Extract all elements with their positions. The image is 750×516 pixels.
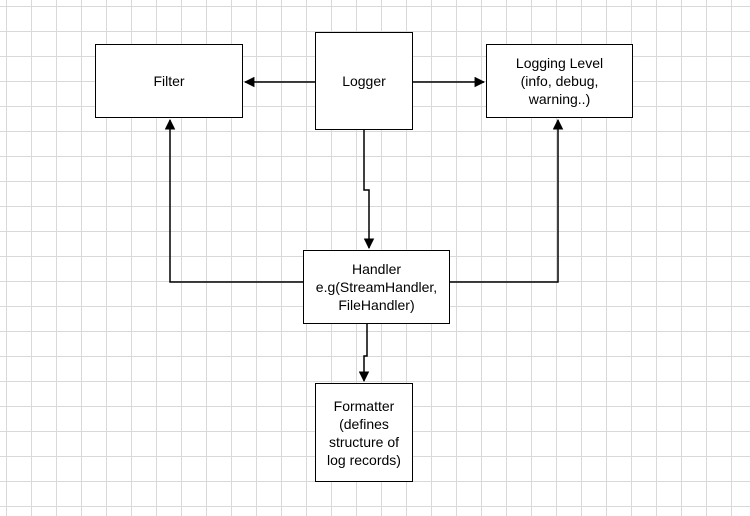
logger-node[interactable]: Logger: [315, 32, 413, 130]
filter-label: Filter: [153, 73, 185, 89]
handler-node[interactable]: Handler e.g(StreamHandler, FileHandler): [303, 250, 450, 324]
logging-level-label: Logging Level (info, debug, warning..): [515, 55, 604, 107]
formatter-label: Formatter (defines structure of log reco…: [327, 397, 401, 468]
handler-label: Handler e.g(StreamHandler, FileHandler): [315, 261, 438, 313]
filter-node[interactable]: Filter: [95, 44, 243, 118]
edge-handler-to-filter: [164, 118, 303, 283]
formatter-node[interactable]: Formatter (defines structure of log reco…: [315, 383, 413, 482]
logging-level-node[interactable]: Logging Level (info, debug, warning..): [486, 44, 633, 118]
edge-handler-to-level: [450, 118, 564, 283]
edge-logger-to-handler: [363, 130, 375, 250]
edge-handler-to-formatter: [358, 324, 370, 383]
logger-label: Logger: [342, 73, 386, 89]
